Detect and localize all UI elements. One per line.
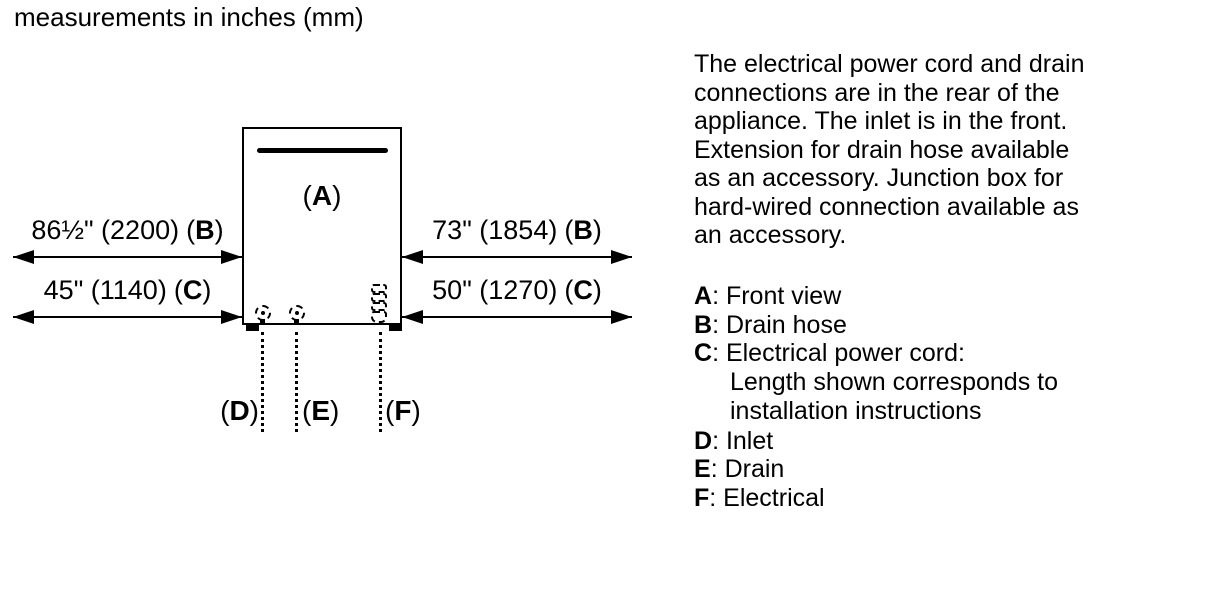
note-text: as an accessory. Junction box for: [694, 164, 1064, 192]
label-electrical-f: (F): [385, 395, 421, 426]
label-drain-e: (E): [302, 395, 340, 426]
front-view-label: (A): [244, 182, 400, 210]
dimension-arrow-left-b: [13, 250, 242, 264]
dotted-leader-line-inlet: [261, 332, 264, 432]
dotted-leader-line-drain: [295, 332, 298, 432]
front-view-letter: A: [311, 180, 333, 211]
paren-open: (: [302, 180, 312, 211]
note-text: Extension for drain hose available: [694, 136, 1070, 164]
dimension-value: 73" (1854): [432, 215, 558, 245]
paren-close: ): [332, 180, 342, 211]
dimension-label-left-b: 86½" (2200)(B): [13, 217, 242, 244]
dimension-ref-letter: (C): [564, 275, 602, 305]
legend-item-f: F: Electrical: [694, 484, 825, 512]
legend-item-b: B: Drain hose: [694, 311, 847, 339]
power-cord-coil-icon: [371, 284, 387, 293]
note-text: connections are in the rear of the: [694, 79, 1060, 107]
page-title: measurements in inches (mm): [14, 2, 364, 32]
inlet-connector-stub: [260, 319, 265, 324]
dimension-arrow-right-c: [402, 310, 632, 324]
handle-bar-icon: [257, 148, 388, 153]
power-cord-coil-icon: [371, 302, 387, 311]
legend-item-e: E: Drain: [694, 455, 785, 483]
legend-item-c-continued: Length shown corresponds to: [730, 368, 1058, 396]
power-cord-coil-icon: [371, 311, 387, 323]
appliance-box: (A): [242, 127, 402, 325]
legend-item-d: D: Inlet: [694, 427, 774, 455]
note-text: The electrical power cord and drain: [694, 50, 1085, 78]
dimension-ref-letter: (B): [186, 215, 224, 245]
label-inlet-d: (D): [220, 395, 259, 426]
dimension-arrow-left-c: [13, 310, 242, 324]
note-text: appliance. The inlet is in the front.: [694, 107, 1068, 135]
dimension-ref-letter: (C): [173, 275, 212, 305]
dotted-leader-line-electrical: [379, 332, 382, 432]
drain-connector-stub: [294, 319, 299, 324]
power-cord-coil-icon: [371, 293, 387, 302]
dimension-value: 50" (1270): [432, 275, 558, 305]
dimension-label-left-c: 45" (1140)(C): [13, 277, 242, 304]
note-text: an accessory.: [694, 221, 847, 249]
dimension-value: 45" (1140): [43, 275, 167, 305]
foot-left: [246, 325, 259, 331]
dimension-label-right-b: 73" (1854)(B): [402, 217, 632, 244]
dimension-ref-letter: (B): [564, 215, 602, 245]
legend-item-a: A: Front view: [694, 282, 842, 310]
dimension-value: 86½" (2200): [31, 215, 180, 245]
note-text: hard-wired connection available as: [694, 193, 1079, 221]
dimension-label-right-c: 50" (1270)(C): [402, 277, 632, 304]
foot-right: [389, 325, 402, 331]
dimension-arrow-right-b: [402, 250, 632, 264]
legend-item-c-continued: installation instructions: [730, 397, 982, 425]
legend-item-c: C: Electrical power cord:: [694, 339, 965, 367]
